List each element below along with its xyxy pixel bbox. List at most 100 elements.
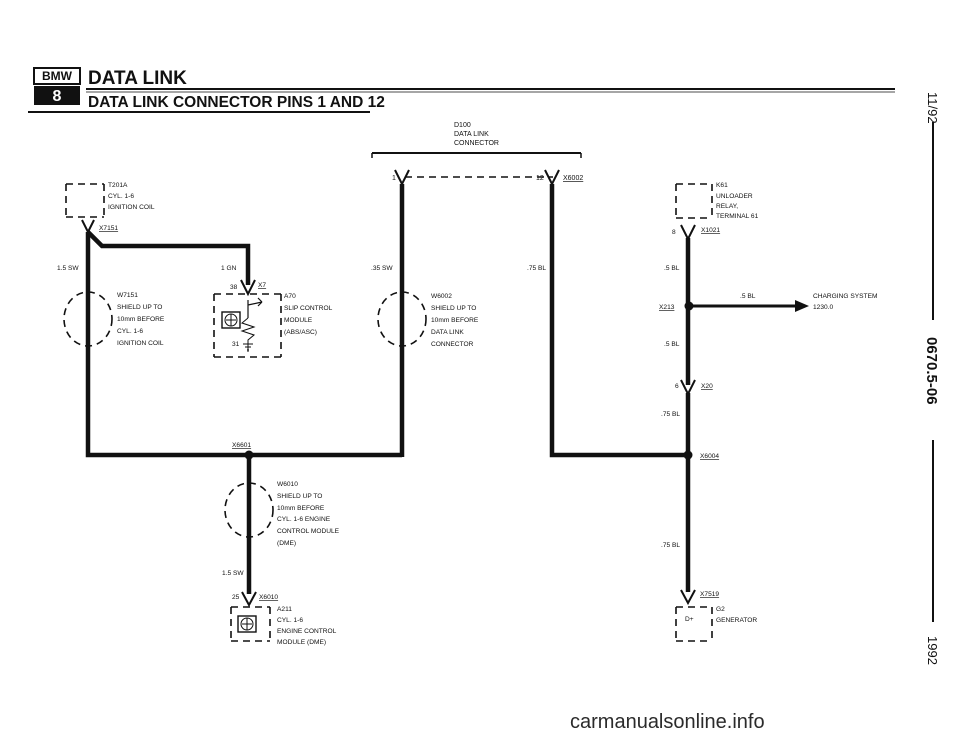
wire-left-to-x6601 (85, 232, 402, 458)
watermark: carmanualsonline.info (570, 711, 765, 733)
ground-icon (243, 343, 253, 351)
a70-label: A70 SLIP CONTROL MODULE (ABS/ASC) (284, 293, 333, 336)
charging-system-reference: CHARGING SYSTEM 1230.0 (813, 293, 877, 311)
svg-text:CYL. 1-6: CYL. 1-6 (277, 617, 303, 624)
x213-label: X213 (659, 304, 675, 311)
svg-text:W7151: W7151 (117, 292, 138, 299)
x7151-label: X7151 (99, 225, 118, 232)
x6004-label: X6004 (700, 453, 719, 460)
g2-dashed-box (675, 606, 713, 642)
brand-label: BMW (42, 69, 73, 83)
svg-text:CYL. 1-6: CYL. 1-6 (108, 193, 134, 200)
wire-pin12-75bl (549, 184, 688, 458)
svg-text:10mm BEFORE: 10mm BEFORE (277, 505, 325, 512)
w7151-shield-symbol (63, 291, 113, 347)
sidebar: 11/92 0670.5-06 1992 (923, 92, 940, 665)
g2-label: G2 GENERATOR (716, 606, 757, 624)
a70-pin-38: 38 (230, 284, 238, 291)
wire-35sw-label: .35 SW (371, 265, 393, 272)
svg-text:MODULE: MODULE (284, 317, 313, 324)
a70-pin-31: 31 (232, 341, 240, 348)
svg-text:ENGINE CONTROL: ENGINE CONTROL (277, 628, 337, 635)
svg-text:CYL. 1-6 ENGINE: CYL. 1-6 ENGINE (277, 516, 331, 523)
w6010-shield-symbol (224, 482, 274, 538)
a211-dashed-box (230, 606, 271, 642)
k61-pin-8-terminal (680, 224, 696, 242)
wire-15sw-left-label: 1.5 SW (57, 265, 79, 272)
t201a-dashed-box (65, 183, 105, 218)
svg-text:G2: G2 (716, 606, 725, 613)
svg-text:SLIP CONTROL: SLIP CONTROL (284, 305, 333, 312)
svg-text:(DME): (DME) (277, 540, 296, 547)
w6002-label: W6002 SHIELD UP TO 10mm BEFORE DATA LINK… (431, 293, 479, 348)
x1021-label: X1021 (701, 227, 720, 234)
wire-1gn-label: 1 GN (221, 265, 237, 272)
w6010-label: W6010 SHIELD UP TO 10mm BEFORE CYL. 1-6 … (277, 481, 340, 547)
series-badge: 8 (34, 86, 80, 105)
svg-text:(ABS/ASC): (ABS/ASC) (284, 329, 317, 336)
svg-text:10mm BEFORE: 10mm BEFORE (431, 317, 479, 324)
bmw-logo: BMW (33, 67, 81, 85)
svg-text:IGNITION COIL: IGNITION COIL (108, 204, 155, 211)
d100-connector-label: D100 DATA LINK CONNECTOR (454, 122, 499, 147)
a70-internal-resistor (240, 317, 256, 352)
svg-text:TERMINAL 61: TERMINAL 61 (716, 213, 759, 220)
k61-dashed-box (675, 183, 713, 219)
control-module-icon (221, 311, 241, 329)
x7519-label: X7519 (700, 591, 719, 598)
svg-text:CYL. 1-6: CYL. 1-6 (117, 328, 143, 335)
x7-label: X7 (258, 282, 266, 289)
g2-terminal (680, 589, 696, 606)
svg-text:CONNECTOR: CONNECTOR (431, 341, 474, 348)
svg-text:CONNECTOR: CONNECTOR (454, 140, 499, 147)
a70-internal-arrow (247, 297, 263, 318)
wire-75bl-2-label: .75 BL (661, 542, 680, 549)
svg-text:K61: K61 (716, 182, 728, 189)
sidebar-year: 1992 (925, 636, 940, 665)
x20-label: X20 (701, 383, 713, 390)
w7151-label: W7151 SHIELD UP TO 10mm BEFORE CYL. 1-6 … (117, 292, 165, 347)
svg-text:SHIELD UP TO: SHIELD UP TO (431, 305, 476, 312)
a70-pin-38-terminal (240, 279, 256, 297)
wire-75bl-1-label: .75 BL (661, 411, 680, 418)
x6004-splice (683, 450, 693, 460)
svg-text:DATA LINK: DATA LINK (431, 329, 464, 336)
svg-text:SHIELD UP TO: SHIELD UP TO (277, 493, 322, 500)
a211-pin-25: 25 (232, 594, 240, 601)
x6010-label: X6010 (259, 594, 278, 601)
svg-text:10mm BEFORE: 10mm BEFORE (117, 316, 165, 323)
svg-text:GENERATOR: GENERATOR (716, 617, 757, 624)
x6002-label: X6002 (563, 175, 583, 182)
svg-text:DATA LINK: DATA LINK (454, 131, 489, 138)
sidebar-doc-code: 0670.5-06 (923, 337, 940, 405)
x20-pin-6: 6 (675, 383, 679, 390)
sidebar-date: 11/92 (925, 92, 940, 124)
d100-pin-1: 1 (392, 175, 396, 182)
w6002-shield-symbol (377, 291, 427, 347)
svg-text:RELAY,: RELAY, (716, 203, 738, 210)
arrow-right-icon (795, 300, 809, 312)
svg-text:W6002: W6002 (431, 293, 452, 300)
g2-pin-dplus: D+ (685, 616, 694, 623)
control-module-icon (237, 615, 257, 633)
svg-text:MODULE (DME): MODULE (DME) (277, 639, 326, 646)
wire-5bl-branch-label: .5 BL (740, 293, 756, 300)
svg-text:A70: A70 (284, 293, 296, 300)
t201a-label: T201A CYL. 1-6 IGNITION COIL (108, 182, 155, 211)
page-title: DATA LINK (88, 68, 187, 89)
wire-5bl-2-label: .5 BL (664, 341, 680, 348)
wire-75bl-mid-label: .75 BL (527, 265, 546, 272)
page-subtitle: DATA LINK CONNECTOR PINS 1 AND 12 (88, 94, 385, 111)
k61-pin-8: 8 (672, 229, 676, 236)
svg-text:1230.0: 1230.0 (813, 304, 834, 311)
d100-pin-12: 12 (536, 175, 544, 182)
svg-text:CHARGING SYSTEM: CHARGING SYSTEM (813, 293, 877, 300)
wire-15sw-bottom-label: 1.5 SW (222, 570, 244, 577)
x6601-label: X6601 (232, 442, 251, 449)
x7151-terminal (81, 219, 95, 235)
svg-text:T201A: T201A (108, 182, 128, 189)
svg-text:UNLOADER: UNLOADER (716, 193, 753, 200)
svg-text:SHIELD UP TO: SHIELD UP TO (117, 304, 162, 311)
